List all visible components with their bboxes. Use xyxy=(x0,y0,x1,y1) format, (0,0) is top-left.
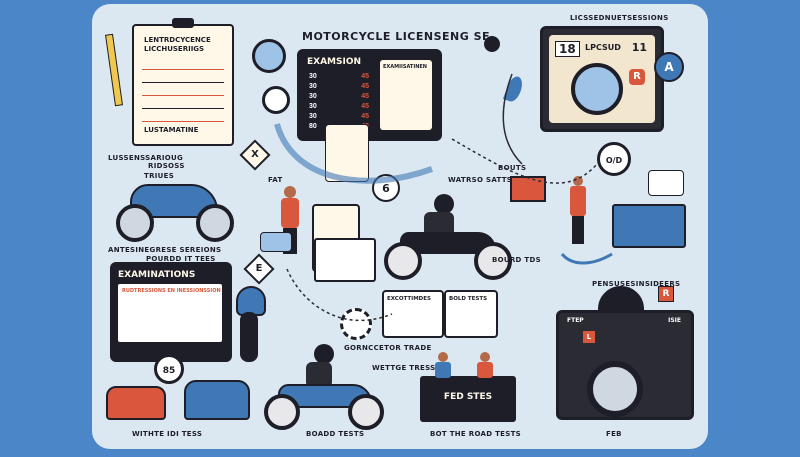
stamp-seal-icon xyxy=(340,308,372,340)
board-badge-right: 11 xyxy=(631,41,647,54)
bottom-caption-1: WITHTE IDI TESS xyxy=(132,430,203,438)
examinations-board: EXAMINATIONS RUDTRESSIONS EN INESSIONSSI… xyxy=(110,262,232,362)
theory-test-card: EXCOTTIMDES xyxy=(382,290,444,338)
right-letter-badge: R xyxy=(658,286,674,302)
exam-row: 30 xyxy=(309,73,317,80)
exam-row: 30 xyxy=(309,93,317,100)
card-header-line1: LENTRDCYCENCE xyxy=(144,36,211,44)
road-test-motorcycle xyxy=(260,344,384,430)
leaf-icon xyxy=(502,74,526,104)
examiners-desk: FED STES xyxy=(420,376,516,422)
e-badge: E xyxy=(243,253,275,285)
mail-icon xyxy=(510,176,546,202)
exam-screen-label: EXAMSION xyxy=(307,57,362,67)
x-badge: X xyxy=(239,139,271,171)
notice-card xyxy=(648,170,684,196)
board-inner: 18 LPCSUD 11 R xyxy=(549,35,655,123)
theory-test-title: EXCOTTIMDES xyxy=(387,296,431,302)
small-caption-1: BOURD TDS xyxy=(492,256,541,264)
license-application-card: LENTRDCYCENCE LICCHUSERIIGS LUSTAMATINE xyxy=(132,18,234,146)
rider-rear-wheel-icon xyxy=(384,242,422,280)
page-title: MOTORCYCLE LICENSENG SE xyxy=(302,30,491,43)
examinations-title: EXAMINATIONS xyxy=(118,270,196,280)
service-counter xyxy=(612,204,686,248)
exam-row: 30 xyxy=(309,103,317,110)
flower-icon xyxy=(484,36,500,52)
tire-icon xyxy=(587,361,643,417)
score-badge: 85 xyxy=(154,354,184,384)
bottom-caption-4: FEB xyxy=(606,430,622,438)
id-card xyxy=(260,232,292,252)
license-board: 18 LPCSUD 11 R xyxy=(540,26,664,132)
checklist xyxy=(142,60,224,125)
mid-left-caption-1: ANTESINEGRESE SEREIONS xyxy=(108,246,222,254)
sport-motorcycle xyxy=(110,174,234,242)
card-header-line2: LICCHUSERIIGS xyxy=(144,45,205,53)
screen-label-left: FTEP xyxy=(567,317,584,324)
gear-icon xyxy=(252,39,286,73)
small-caption-2: WETTGE TRESS xyxy=(372,364,436,372)
examiner-figure-2 xyxy=(476,352,494,378)
form-document xyxy=(325,124,369,182)
exam-row: 30 xyxy=(309,113,317,120)
exam-row: 80 xyxy=(309,123,317,130)
exam-document-title: EXAMIISATINEN xyxy=(383,64,427,70)
front-motorcycle xyxy=(228,286,270,366)
car-blue xyxy=(184,380,250,420)
mid-left-caption-2: POURDD IT TEES xyxy=(146,255,216,263)
road-test-card: BOLD TESTS xyxy=(444,290,498,338)
exam-row: 30 xyxy=(309,83,317,90)
board-label: LPCSUD xyxy=(585,43,621,52)
wheel-icon xyxy=(262,86,290,114)
desk-label: FED STES xyxy=(443,392,493,402)
bike-label-1: RIDSOSS xyxy=(148,162,185,170)
road-test-title: BOLD TESTS xyxy=(449,296,488,302)
car-red xyxy=(106,386,166,420)
front-wheel-icon xyxy=(196,204,234,242)
fat-tag: FAT xyxy=(268,176,283,184)
small-caption-3: GORNCCETOR TRADE xyxy=(344,344,432,352)
rider-front-wheel-icon xyxy=(474,242,512,280)
clerk-figure xyxy=(568,176,588,244)
infographic-panel: MOTORCYCLE LICENSENG SE LENTRDCYCENCE LI… xyxy=(92,4,708,449)
bike-frame xyxy=(400,232,496,254)
rider-helmet-icon xyxy=(434,194,454,214)
test-screen: FTEP ISIE L xyxy=(556,310,694,420)
rider-motorcycle xyxy=(380,194,512,280)
screen-label-right: ISIE xyxy=(668,317,681,324)
small-caption-4: BOUTS xyxy=(498,164,527,172)
right-caption: PENSUSESINSIDEERS xyxy=(592,280,681,288)
bottom-caption-3: BOT THE ROAD TESTS xyxy=(430,430,521,438)
rear-wheel-icon xyxy=(116,204,154,242)
exam-document: EXAMIISATINEN xyxy=(379,59,433,131)
a-badge: A xyxy=(654,52,684,82)
pencil-icon xyxy=(105,33,123,107)
board-dial-icon xyxy=(571,63,623,115)
examinations-sheet: RUDTRESSIONS EN INESSIONSSION xyxy=(118,284,222,342)
card-caption-1: LUSSENSSARIOUG xyxy=(108,154,184,162)
board-letter-badge: R xyxy=(629,69,645,85)
test-form xyxy=(314,238,376,282)
bottom-caption-2: BOADD TESTS xyxy=(306,430,365,438)
board-caption: LICSSEDNUETSESSIONS xyxy=(570,14,669,22)
card-footer: LUSTAMATINE xyxy=(144,126,199,134)
card-clip xyxy=(172,18,194,28)
examiner-figure-1 xyxy=(434,352,452,378)
screen-marker: L xyxy=(583,331,595,343)
board-badge-left: 18 xyxy=(555,41,580,57)
examinations-subtitle: RUDTRESSIONS EN INESSIONSSION xyxy=(122,288,221,294)
bike-label-2: TRIUES xyxy=(144,172,175,180)
od-badge: O/D xyxy=(597,142,631,176)
ride-caption: WATRSO SATTS xyxy=(448,176,513,184)
